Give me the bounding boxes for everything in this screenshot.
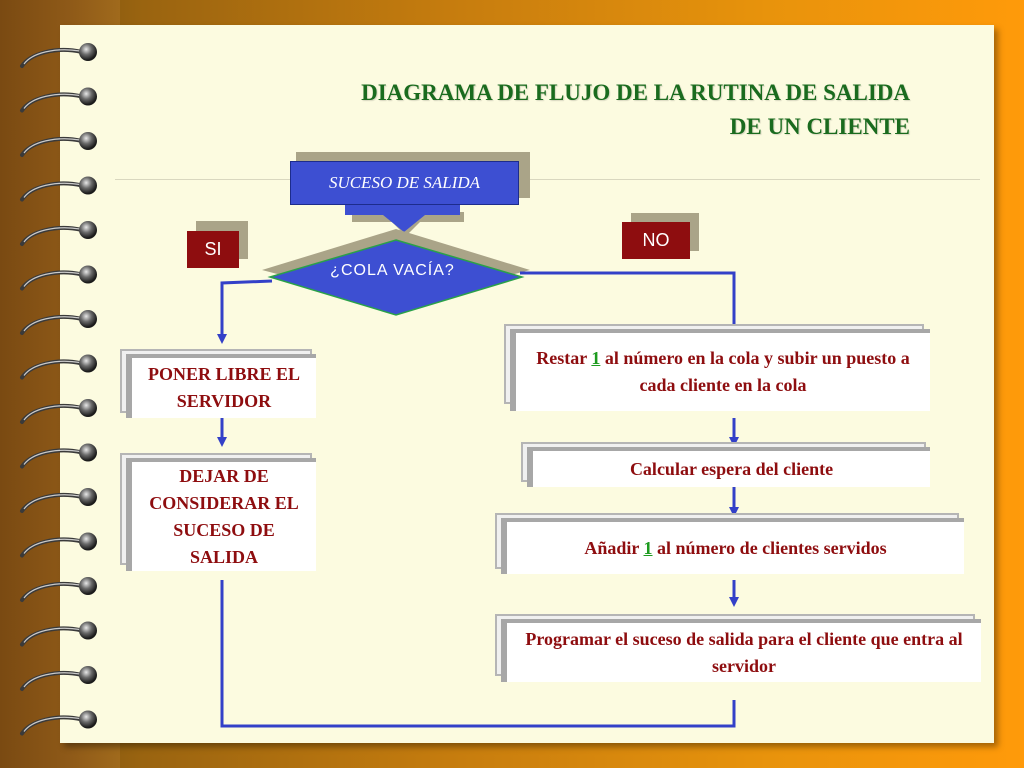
spiral-binding-icon — [20, 43, 97, 736]
yes-step-1-box: PONER LIBRE EL SERVIDOR — [126, 354, 316, 418]
spiral-ring-hole — [79, 666, 97, 684]
spiral-ring-hole — [79, 265, 97, 284]
yes-step-2-text: DEJAR DE CONSIDERAR EL SUCESO DE SALIDA — [149, 465, 299, 567]
no-step-3-text-after: al número de clientes servidos — [652, 537, 887, 558]
spiral-ring-hole — [79, 621, 97, 640]
spiral-ring-hole — [79, 87, 97, 106]
spiral-ring-hole — [79, 354, 97, 373]
spiral-ring-highlight — [23, 672, 81, 688]
no-step-1-number: 1 — [591, 348, 601, 368]
no-branch-line — [520, 271, 739, 336]
spiral-ring-highlight — [23, 49, 81, 65]
title-line-2: DE UN CLIENTE — [729, 114, 910, 139]
spiral-ring-highlight — [23, 538, 81, 554]
spiral-ring-hole — [79, 488, 97, 506]
no-step-2-text: Calcular espera del cliente — [629, 458, 834, 479]
no-step-1-text-before: Restar — [536, 348, 592, 368]
spiral-ring-highlight — [23, 627, 81, 643]
title-line-1: DIAGRAMA DE FLUJO DE LA RUTINA DE SALIDA — [361, 80, 910, 105]
no-step-1-box: Restar 1 al número en la cola y subir un… — [510, 329, 930, 411]
spiral-ring-highlight — [23, 138, 81, 154]
spiral-ring-highlight — [23, 93, 81, 109]
no-step-3-box: Añadir 1 al número de clientes servidos — [501, 518, 964, 574]
yes-step-1-text: PONER LIBRE EL SERVIDOR — [147, 364, 301, 411]
spiral-ring-highlight — [23, 716, 81, 732]
yes-step-2-box: DEJAR DE CONSIDERAR EL SUCESO DE SALIDA — [126, 458, 316, 571]
title-divider — [115, 179, 980, 180]
no-step-1-text-after: al número en la cola y subir un puesto a… — [600, 348, 910, 395]
spiral-ring-hole — [79, 532, 97, 551]
spiral-ring-highlight — [23, 227, 81, 243]
yes-tag: SI — [187, 231, 239, 268]
spiral-ring-hole — [79, 132, 97, 150]
spiral-ring-hole — [79, 710, 97, 729]
no-step-4-text: Programar el suceso de salida para el cl… — [525, 628, 963, 676]
event-down-arrow-icon — [345, 205, 460, 232]
decision-diamond — [267, 239, 525, 316]
spiral-ring-hole — [79, 310, 97, 328]
spiral-ring-highlight — [23, 583, 81, 599]
spiral-ring-highlight — [23, 405, 81, 421]
spiral-ring-hole — [79, 176, 97, 195]
spiral-ring-highlight — [23, 360, 81, 376]
decision-label: ¿COLA VACÍA? — [330, 262, 455, 279]
spiral-ring-hole — [79, 43, 97, 61]
spiral-ring-highlight — [23, 316, 81, 332]
spiral-ring-hole — [79, 443, 97, 462]
spiral-ring-hole — [79, 577, 97, 595]
spiral-ring-highlight — [23, 494, 81, 510]
spiral-ring-highlight — [23, 271, 81, 287]
no-step-1-text: Restar 1 al número en la cola y subir un… — [522, 345, 924, 399]
yes-branch-line — [217, 279, 273, 344]
no-step-3-text: Añadir 1 al número de clientes servidos — [584, 535, 886, 562]
spiral-ring-highlight — [23, 449, 81, 465]
spiral-ring-hole — [79, 399, 97, 417]
spiral-ring-hole — [79, 221, 97, 239]
diagram-title: DIAGRAMA DE FLUJO DE LA RUTINA DE SALIDA… — [150, 76, 910, 144]
merge-line — [220, 580, 736, 728]
exit-event-box: SUCESO DE SALIDA — [290, 161, 519, 205]
no-tag: NO — [622, 222, 690, 259]
no-step-3-text-before: Añadir — [584, 537, 644, 558]
no-step-3-number: 1 — [643, 537, 653, 558]
no-step-4-box: Programar el suceso de salida para el cl… — [501, 619, 981, 682]
no-step-2-box: Calcular espera del cliente — [527, 447, 930, 487]
spiral-ring-highlight — [23, 182, 81, 198]
